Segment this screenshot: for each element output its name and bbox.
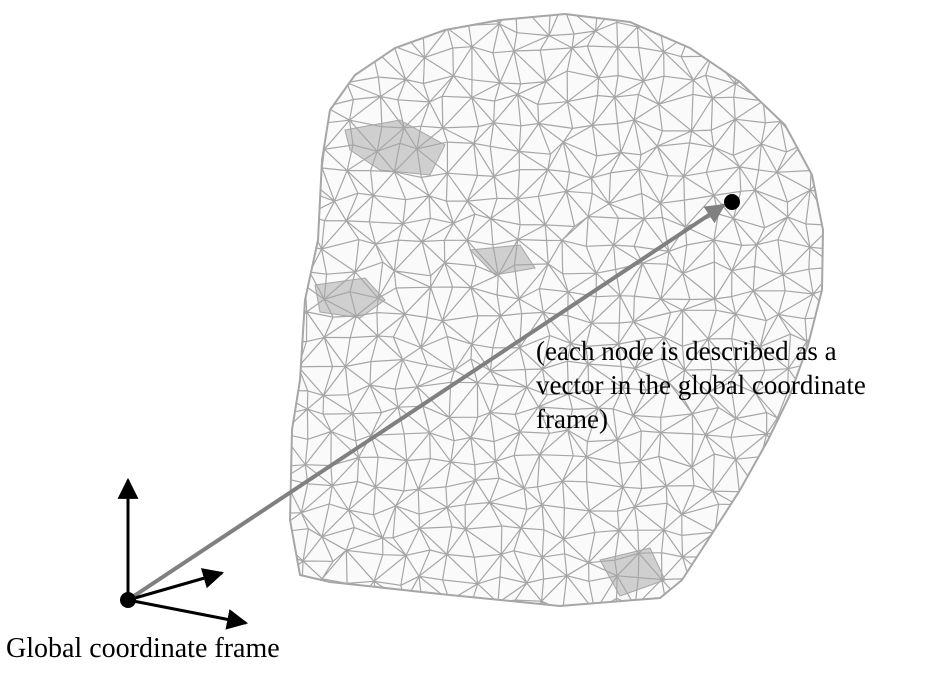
axis-depth — [128, 573, 222, 600]
frame-origin — [120, 592, 136, 608]
annotation-line-3: frame) — [536, 402, 866, 436]
global-axes — [128, 480, 246, 623]
mesh-node — [724, 194, 740, 210]
node-annotation: (each node is described as a vector in t… — [536, 334, 866, 436]
frame-label: Global coordinate frame — [6, 632, 280, 666]
axis-horizontal — [128, 600, 246, 623]
annotation-line-2: vector in the global coordinate — [536, 368, 866, 402]
annotation-line-1: (each node is described as a — [536, 334, 866, 368]
